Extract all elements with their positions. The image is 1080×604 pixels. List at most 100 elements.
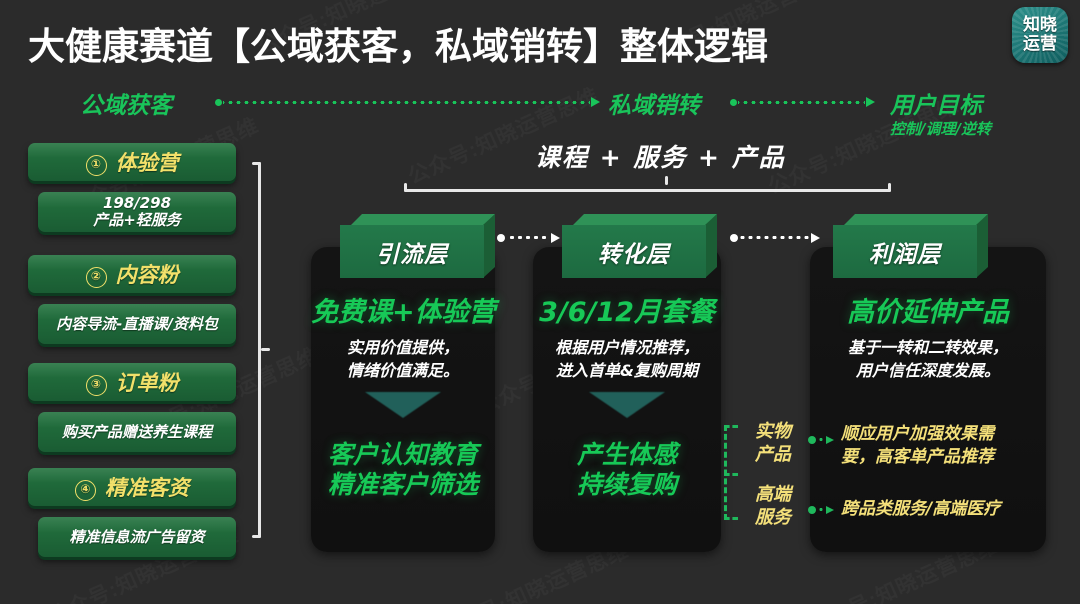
left-card-title-3: ③ 订单粉 bbox=[85, 367, 179, 397]
arrow-dotted-line bbox=[740, 236, 809, 239]
left-card-sub-text-1: 198/298 产品+轻服务 bbox=[93, 195, 181, 229]
brand-logo: 知晓 运营 bbox=[1012, 7, 1068, 63]
panel-foot-line2-traffic: 精准客户筛选 bbox=[327, 470, 478, 499]
dashed-branch-bottom bbox=[724, 517, 738, 520]
panel-desc-line2-conversion: 进入首单&复购周期 bbox=[556, 361, 698, 380]
profit-label-physical-line2: 产品 bbox=[755, 444, 791, 465]
left-card-sub-text-4: 精准信息流广告留资 bbox=[69, 527, 205, 546]
dashed-branch-mid bbox=[724, 473, 738, 476]
down-chevron-icon-conversion bbox=[589, 392, 665, 418]
arrow-dotted-line bbox=[507, 236, 549, 239]
left-card-title-text-4: 精准客资 bbox=[105, 476, 189, 500]
left-card-sub-4[interactable]: 精准信息流广告留资 bbox=[38, 517, 236, 557]
logo-line-2: 运营 bbox=[1023, 34, 1057, 54]
left-card-number-3: ③ bbox=[85, 375, 107, 396]
profit-label-physical-line1: 实物 bbox=[755, 421, 791, 442]
panel-foot-conversion: 产生体感 持续复购 bbox=[531, 440, 723, 500]
panel-desc-line1-profit: 基于一转和二转效果， bbox=[847, 338, 1008, 357]
left-card-header-face-3: ③ 订单粉 bbox=[28, 363, 236, 401]
arrow-start-dot bbox=[497, 233, 505, 242]
page-title: 大健康赛道【公域获客，私域销转】整体逻辑 bbox=[28, 25, 768, 68]
panel-foot-line2-conversion: 持续复购 bbox=[576, 470, 677, 499]
profit-label-physical-product: 实物 产品 bbox=[744, 420, 802, 466]
logo-line-1: 知晓 bbox=[1023, 15, 1057, 35]
arrow-start-dot bbox=[808, 435, 816, 444]
panel-desc-conversion: 根据用户情况推荐， 进入首单&复购周期 bbox=[531, 336, 723, 382]
panel-desc-traffic: 实用价值提供， 情绪价值满足。 bbox=[311, 336, 495, 382]
profit-dashed-bracket bbox=[717, 425, 741, 520]
left-card-sub-text-2: 内容导流-直播课/资料包 bbox=[56, 314, 218, 333]
profit-row2-line1: 跨品类服务/高端医疗 bbox=[841, 499, 1001, 519]
down-chevron-icon-traffic bbox=[365, 392, 441, 418]
left-card-sub-2[interactable]: 内容导流-直播课/资料包 bbox=[38, 304, 236, 344]
profit-label-premium-line2: 服务 bbox=[755, 507, 791, 528]
left-card-sub-line1-1: 198/298 bbox=[102, 194, 172, 212]
left-card-sub-line1-4: 精准信息流广告留资 bbox=[69, 527, 205, 546]
block-side-face bbox=[705, 214, 717, 278]
block-top-face bbox=[351, 214, 495, 225]
panel-desc-line2-traffic: 情绪价值满足。 bbox=[346, 361, 459, 380]
panel-foot-line1-conversion: 产生体感 bbox=[576, 440, 677, 469]
arrow-head-icon bbox=[551, 232, 560, 243]
profit-row1-line2: 要，高客单产品推荐 bbox=[841, 447, 994, 467]
layer-block-label-profit: 利润层 bbox=[869, 241, 941, 268]
arrow-head-icon bbox=[866, 97, 875, 107]
layer-block-profit[interactable]: 利润层 bbox=[833, 214, 988, 278]
layer-block-label-conversion: 转化层 bbox=[598, 241, 670, 268]
left-card-sub-face-1: 198/298 产品+轻服务 bbox=[38, 192, 236, 232]
mid-title: 课程 + 服务 + 产品 bbox=[535, 143, 786, 172]
bracket-center-nub bbox=[665, 176, 668, 185]
bracket-tip-left bbox=[404, 183, 407, 192]
arrow-dotted-line bbox=[818, 508, 824, 511]
panel-desc-line1-conversion: 根据用户情况推荐， bbox=[554, 338, 699, 357]
arrow-start-dot bbox=[730, 98, 737, 106]
layer-block-conversion[interactable]: 转化层 bbox=[562, 214, 717, 278]
block-top-face bbox=[844, 214, 988, 225]
panel-foot-line1-traffic: 客户认知教育 bbox=[327, 440, 478, 469]
panel-arrow-conversion-to-profit bbox=[730, 232, 820, 243]
left-card-sub-1[interactable]: 198/298 产品+轻服务 bbox=[38, 192, 236, 232]
block-front-face: 利润层 bbox=[833, 225, 977, 278]
bracket-tip-right bbox=[888, 183, 891, 192]
layer-block-traffic[interactable]: 引流层 bbox=[340, 214, 495, 278]
arrow-dotted-line bbox=[738, 100, 865, 104]
panel-head-traffic: 免费课+体验营 bbox=[311, 297, 496, 328]
bracket-tip-top bbox=[252, 162, 261, 165]
bracket-tip-bottom bbox=[252, 535, 261, 538]
profit-row-text-2: 跨品类服务/高端医疗 bbox=[841, 498, 1000, 521]
flow-arrow-1 bbox=[215, 96, 600, 108]
left-card-sub-face-3: 购买产品赠送养生课程 bbox=[38, 412, 236, 452]
flow-arrow-2 bbox=[730, 96, 875, 108]
block-top-face bbox=[573, 214, 717, 225]
mid-title-bracket bbox=[404, 176, 891, 195]
left-card-title-4: ④ 精准客资 bbox=[75, 472, 189, 502]
arrow-start-dot bbox=[808, 505, 816, 514]
left-card-sub-3[interactable]: 购买产品赠送养生课程 bbox=[38, 412, 236, 452]
panel-head-conversion: 3/6/12月套餐 bbox=[539, 297, 715, 328]
left-card-sub-line1-2: 内容导流-直播课/资料包 bbox=[56, 314, 218, 333]
panel-profit-layer bbox=[810, 247, 1046, 552]
panel-foot-traffic: 客户认知教育 精准客户筛选 bbox=[311, 440, 495, 500]
left-card-header-3[interactable]: ③ 订单粉 bbox=[28, 363, 236, 401]
arrow-head-icon bbox=[811, 232, 820, 243]
left-card-title-text-3: 订单粉 bbox=[115, 371, 179, 395]
left-column-bracket bbox=[252, 162, 272, 538]
user-goal-subtitle: 控制/调理/逆转 bbox=[890, 120, 991, 138]
left-card-header-4[interactable]: ④ 精准客资 bbox=[28, 468, 236, 506]
flow-stage-user-goal: 用户目标 bbox=[890, 93, 982, 119]
arrow-head-icon bbox=[826, 505, 834, 514]
flow-stage-public-traffic: 公域获客 bbox=[80, 93, 172, 119]
panel-desc-profit: 基于一转和二转效果， 用户信任深度发展。 bbox=[810, 336, 1046, 382]
left-card-number-2: ② bbox=[85, 267, 107, 288]
block-front-face: 引流层 bbox=[340, 225, 484, 278]
flow-stages-row: 公域获客 私域销转 用户目标 bbox=[0, 86, 1080, 119]
arrow-dotted-line bbox=[223, 100, 590, 104]
left-card-header-face-4: ④ 精准客资 bbox=[28, 468, 236, 506]
left-card-number-4: ④ bbox=[75, 480, 96, 501]
block-side-face bbox=[976, 214, 988, 278]
